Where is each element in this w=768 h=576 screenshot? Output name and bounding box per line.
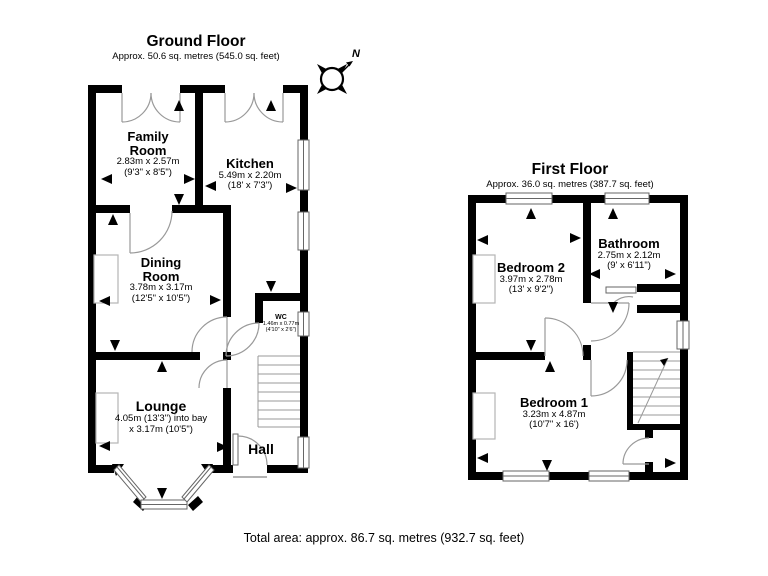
compass-icon <box>317 61 353 94</box>
ground-walls <box>88 85 308 511</box>
room-label-bedroom-2: Bedroom 2 3.97m x 2.78m (13' x 9'2") <box>481 261 581 296</box>
compass-north-label: N <box>352 48 360 60</box>
window <box>588 470 630 482</box>
ground-floor-header: Ground Floor Approx. 50.6 sq. metres (54… <box>66 33 326 62</box>
window <box>502 470 550 482</box>
door-swing-lounge <box>198 359 228 389</box>
room-dims-imperial: (9' x 6'11") <box>607 260 651 272</box>
room-label-wc: WC 1.46m x 0.77m (4'10" x 2'6") <box>258 314 304 333</box>
window <box>604 192 650 205</box>
room-dims-metric: 1.46m x 0.77m <box>262 321 300 328</box>
stairs <box>633 351 680 424</box>
door-swing-bathroom <box>590 302 630 342</box>
french-door <box>121 92 181 123</box>
bay-window <box>113 464 215 510</box>
room-name: Kitchen <box>226 156 274 171</box>
room-dims-imperial: (10'7" x 16') <box>529 419 579 431</box>
furniture <box>93 254 119 304</box>
room-dims-metric: 3.23m x 4.87m <box>522 408 586 420</box>
furniture <box>472 392 496 440</box>
floor-title: Ground Floor <box>146 33 246 50</box>
room-dims-imperial: (13' x 9'2") <box>508 284 554 296</box>
room-label-lounge: Lounge 4.05m (13'3") into bay x 3.17m (1… <box>99 399 223 435</box>
door-swing-bedroom-2 <box>544 317 584 357</box>
room-label-hall: Hall <box>233 441 289 457</box>
door-swing-bedroom-1 <box>590 359 628 397</box>
room-name: WC <box>275 314 287 321</box>
french-door <box>224 92 284 123</box>
door-swing-wc <box>225 322 260 357</box>
room-name: Bathroom <box>598 236 660 251</box>
total-area-text: Total area: approx. 86.7 sq. metres (932… <box>243 531 525 545</box>
room-dims-imperial: (4'10" x 2'6") <box>265 327 297 334</box>
window <box>297 311 310 337</box>
front-door <box>232 433 268 478</box>
room-name: Hall <box>248 441 274 457</box>
room-name: Family Room <box>127 129 169 158</box>
window <box>297 211 310 251</box>
floor-title: First Floor <box>531 161 609 178</box>
first-floor-plan <box>468 192 690 482</box>
furniture <box>472 254 496 304</box>
room-name: Bedroom 1 <box>520 395 588 410</box>
door-swing-family-dining <box>129 210 173 254</box>
door-swing-dining-hall <box>191 316 228 353</box>
room-dims-line2: x 3.17m (10'5") <box>129 423 193 435</box>
room-dims-metric: 3.97m x 2.78m <box>499 273 563 285</box>
room-dims-metric: 2.75m x 2.12m <box>597 249 661 261</box>
room-dims-imperial: (9'3" x 8'5") <box>124 167 172 179</box>
room-dims-imperial: (18' x 7'3") <box>227 180 273 192</box>
floor-subtitle: Approx. 36.0 sq. metres (387.7 sq. feet) <box>486 178 654 190</box>
room-label-bathroom: Bathroom 2.75m x 2.12m (9' x 6'11") <box>586 237 672 272</box>
room-dims-metric: 2.83m x 2.57m <box>116 156 180 168</box>
cupboard-door <box>622 437 650 465</box>
room-name: Dining Room <box>140 255 182 284</box>
dimension-arrows-ground <box>99 100 297 499</box>
first-floor-header: First Floor Approx. 36.0 sq. metres (387… <box>450 161 690 190</box>
room-dims-metric: 3.78m x 3.17m <box>129 282 193 294</box>
room-label-family-room: Family Room 2.83m x 2.57m (9'3" x 8'5") <box>98 130 198 179</box>
room-dims-imperial: (12'5" x 10'5") <box>131 293 191 305</box>
window <box>505 192 553 205</box>
room-label-kitchen: Kitchen 5.49m x 2.20m (18' x 7'3") <box>200 157 300 192</box>
room-label-bedroom-1: Bedroom 1 3.23m x 4.87m (10'7" x 16') <box>504 396 604 431</box>
room-dims-metric: 5.49m x 2.20m <box>218 169 282 181</box>
window <box>676 320 690 350</box>
room-label-dining-room: Dining Room 3.78m x 3.17m (12'5" x 10'5"… <box>111 256 211 305</box>
dimension-arrows-first <box>477 208 676 471</box>
ground-floor-plan <box>88 85 310 511</box>
floor-subtitle: Approx. 50.6 sq. metres (545.0 sq. feet) <box>112 50 280 62</box>
room-name: Lounge <box>135 398 187 414</box>
room-name: Bedroom 2 <box>497 260 565 275</box>
window <box>297 139 310 191</box>
window <box>297 436 310 469</box>
room-dims-line1: 4.05m (13'3") into bay <box>114 412 208 424</box>
stairs <box>257 355 300 428</box>
